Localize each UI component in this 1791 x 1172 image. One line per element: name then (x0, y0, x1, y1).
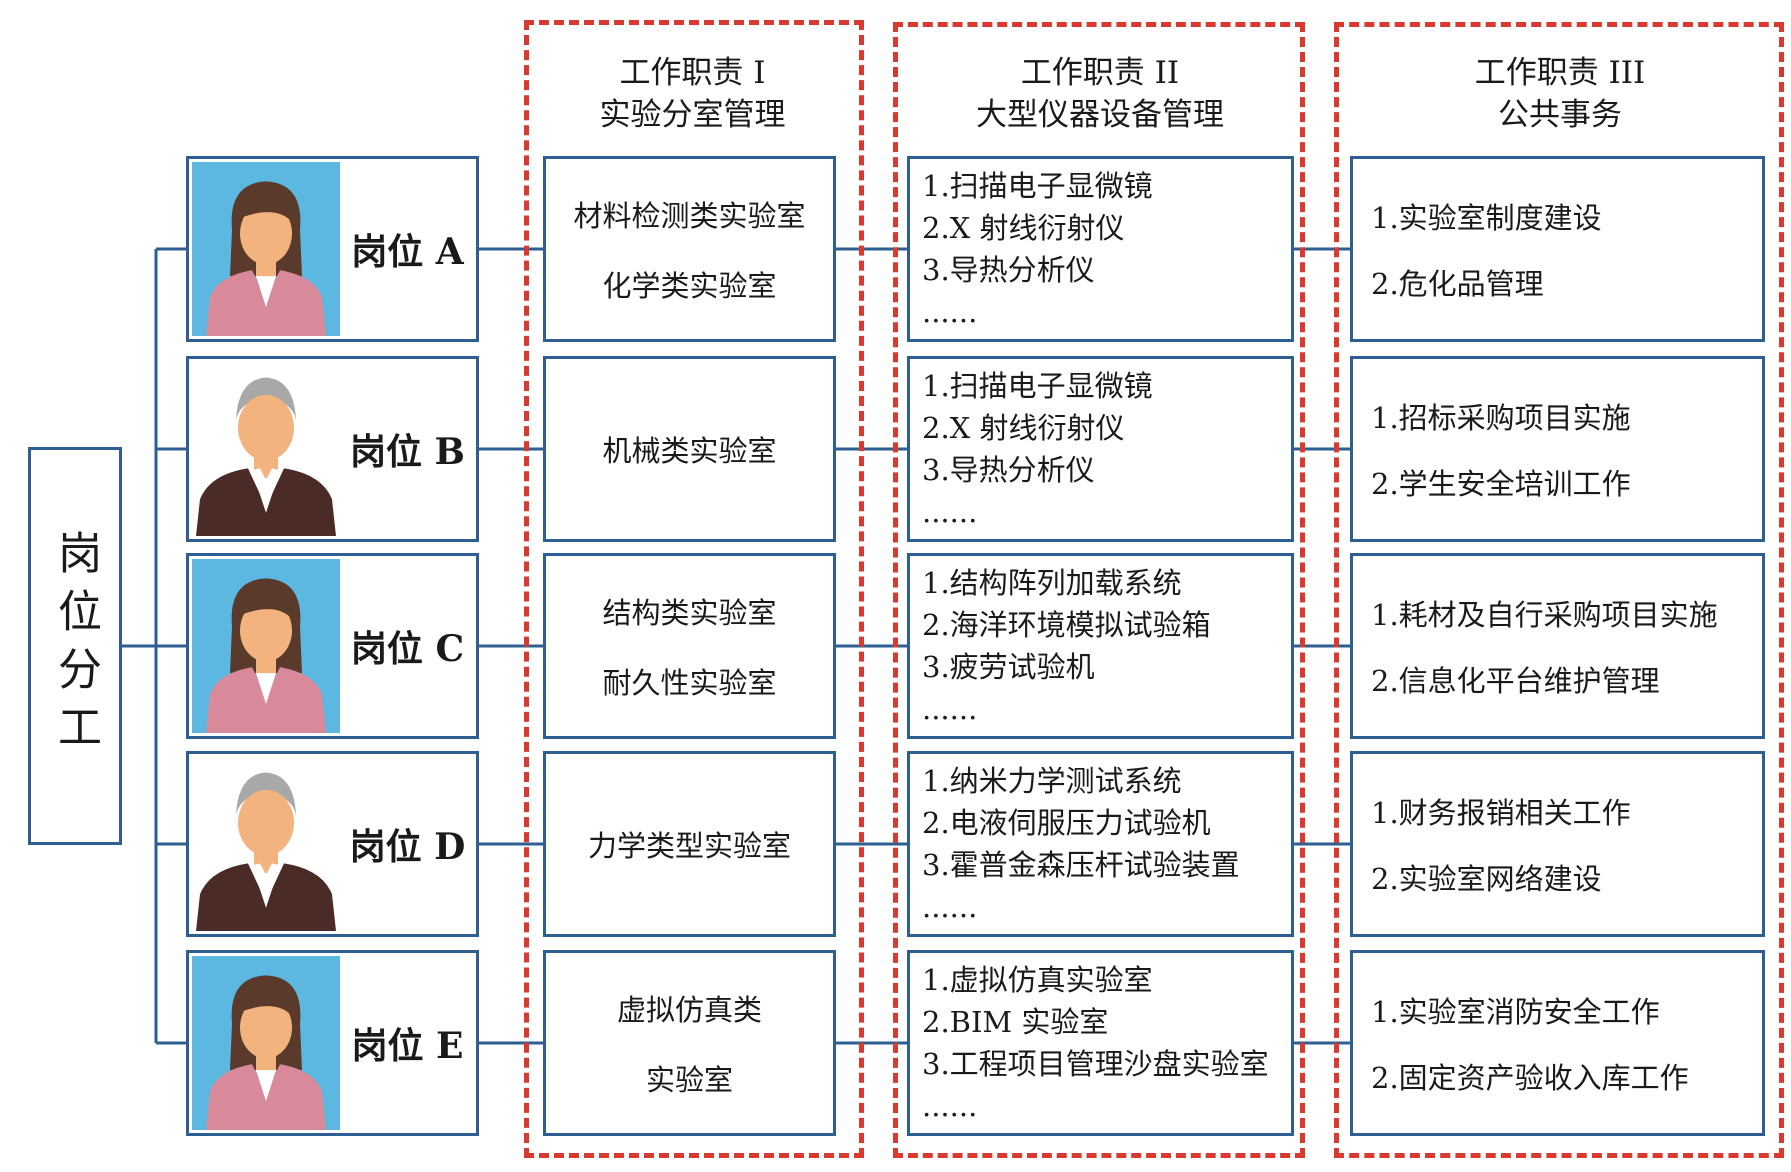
root-box: 岗位分工 (28, 447, 122, 845)
responsibility-frame-2 (893, 22, 1305, 1158)
column-title-line2: 公共事务 (1498, 97, 1622, 133)
lab-box-b: 机械类实验室 (543, 356, 836, 542)
equipment-item: 3.导热分析仪 (922, 253, 1095, 287)
equipment-item: 2.BIM 实验室 (922, 1005, 1109, 1039)
public-affairs-box-e: 1.实验室消防安全工作 2.固定资产验收入库工作 (1350, 950, 1765, 1136)
equipment-item: ...... (922, 495, 978, 529)
post-label: 岗位 E (351, 1025, 464, 1067)
equipment-item: ...... (922, 295, 978, 329)
post-box-b: 岗位 B (186, 356, 479, 542)
public-item: 1.招标采购项目实施 (1371, 401, 1631, 435)
female-avatar-icon (192, 162, 340, 336)
equipment-box-a: 1.扫描电子显微镜 2.X 射线衍射仪 3.导热分析仪...... (907, 156, 1294, 342)
column-title-line2: 大型仪器设备管理 (976, 97, 1224, 133)
public-item: 2.危化品管理 (1371, 267, 1544, 301)
lab-item: 力学类型实验室 (587, 829, 791, 863)
public-item: 2.固定资产验收入库工作 (1371, 1061, 1689, 1095)
male-avatar-icon (192, 757, 340, 931)
lab-box-a: 材料检测类实验室化学类实验室 (543, 156, 836, 342)
public-item: 2.实验室网络建设 (1371, 862, 1602, 896)
equipment-item: 1.扫描电子显微镜 (922, 169, 1153, 203)
public-affairs-box-b: 1.招标采购项目实施 2.学生安全培训工作 (1350, 356, 1765, 542)
lab-item: 耐久性实验室 (602, 666, 777, 700)
equipment-item: 2.海洋环境模拟试验箱 (922, 608, 1211, 642)
column-title-line1: 工作职责 I (619, 55, 766, 91)
female-avatar-icon (192, 956, 340, 1130)
post-box-e: 岗位 E (186, 950, 479, 1136)
public-item: 1.财务报销相关工作 (1371, 796, 1631, 830)
lab-item: 虚拟仿真类 (616, 993, 762, 1027)
public-affairs-box-c: 1.耗材及自行采购项目实施 2.信息化平台维护管理 (1350, 553, 1765, 739)
post-label: 岗位 C (350, 628, 465, 670)
public-item: 1.耗材及自行采购项目实施 (1371, 598, 1718, 632)
lab-box-d: 力学类型实验室 (543, 751, 836, 937)
column-title-3: 工作职责 III 公共事务 (1340, 52, 1780, 136)
equipment-item: 2.X 射线衍射仪 (922, 211, 1125, 245)
public-affairs-box-d: 1.财务报销相关工作 2.实验室网络建设 (1350, 751, 1765, 937)
column-title-line2: 实验分室管理 (599, 97, 786, 133)
lab-item: 实验室 (645, 1063, 733, 1097)
public-affairs-box-a: 1.实验室制度建设 2.危化品管理 (1350, 156, 1765, 342)
equipment-item: ...... (922, 890, 978, 924)
public-item: 1.实验室消防安全工作 (1371, 995, 1660, 1029)
equipment-item: ...... (922, 692, 978, 726)
equipment-box-e: 1.虚拟仿真实验室 2.BIM 实验室 3.工程项目管理沙盘实验室...... (907, 950, 1294, 1136)
equipment-item: 1.虚拟仿真实验室 (922, 963, 1153, 997)
post-label: 岗位 A (351, 231, 464, 273)
column-title-2: 工作职责 II 大型仪器设备管理 (900, 52, 1300, 136)
post-box-d: 岗位 D (186, 751, 479, 937)
post-label: 岗位 B (350, 431, 465, 473)
equipment-item: 1.纳米力学测试系统 (922, 764, 1182, 798)
column-title-line1: 工作职责 II (1020, 55, 1180, 91)
equipment-item: 3.霍普金森压杆试验装置 (922, 848, 1240, 882)
post-box-c: 岗位 C (186, 553, 479, 739)
post-label: 岗位 D (349, 826, 466, 868)
column-title-1: 工作职责 I 实验分室管理 (530, 52, 855, 136)
public-item: 2.信息化平台维护管理 (1371, 664, 1660, 698)
equipment-box-d: 1.纳米力学测试系统 2.电液伺服压力试验机 3.霍普金森压杆试验装置...... (907, 751, 1294, 937)
female-avatar-icon (192, 559, 340, 733)
equipment-item: 3.疲劳试验机 (922, 650, 1095, 684)
post-box-a: 岗位 A (186, 156, 479, 342)
equipment-item: 2.X 射线衍射仪 (922, 411, 1125, 445)
equipment-item: 1.扫描电子显微镜 (922, 369, 1153, 403)
lab-box-c: 结构类实验室耐久性实验室 (543, 553, 836, 739)
lab-item: 结构类实验室 (602, 596, 777, 630)
equipment-item: 3.导热分析仪 (922, 453, 1095, 487)
root-label: 岗位分工 (50, 530, 101, 762)
responsibility-frame-1 (524, 20, 864, 1158)
equipment-box-b: 1.扫描电子显微镜 2.X 射线衍射仪 3.导热分析仪...... (907, 356, 1294, 542)
public-item: 1.实验室制度建设 (1371, 201, 1602, 235)
lab-item: 化学类实验室 (602, 269, 777, 303)
equipment-item: 1.结构阵列加载系统 (922, 566, 1182, 600)
male-avatar-icon (192, 362, 340, 536)
equipment-item: 2.电液伺服压力试验机 (922, 806, 1211, 840)
lab-box-e: 虚拟仿真类实验室 (543, 950, 836, 1136)
public-item: 2.学生安全培训工作 (1371, 467, 1631, 501)
responsibility-frame-3 (1334, 22, 1784, 1158)
equipment-box-c: 1.结构阵列加载系统 2.海洋环境模拟试验箱 3.疲劳试验机...... (907, 553, 1294, 739)
equipment-item: ...... (922, 1089, 978, 1123)
lab-item: 机械类实验室 (602, 434, 777, 468)
column-title-line1: 工作职责 III (1474, 55, 1646, 91)
equipment-item: 3.工程项目管理沙盘实验室 (922, 1047, 1269, 1081)
lab-item: 材料检测类实验室 (573, 199, 806, 233)
